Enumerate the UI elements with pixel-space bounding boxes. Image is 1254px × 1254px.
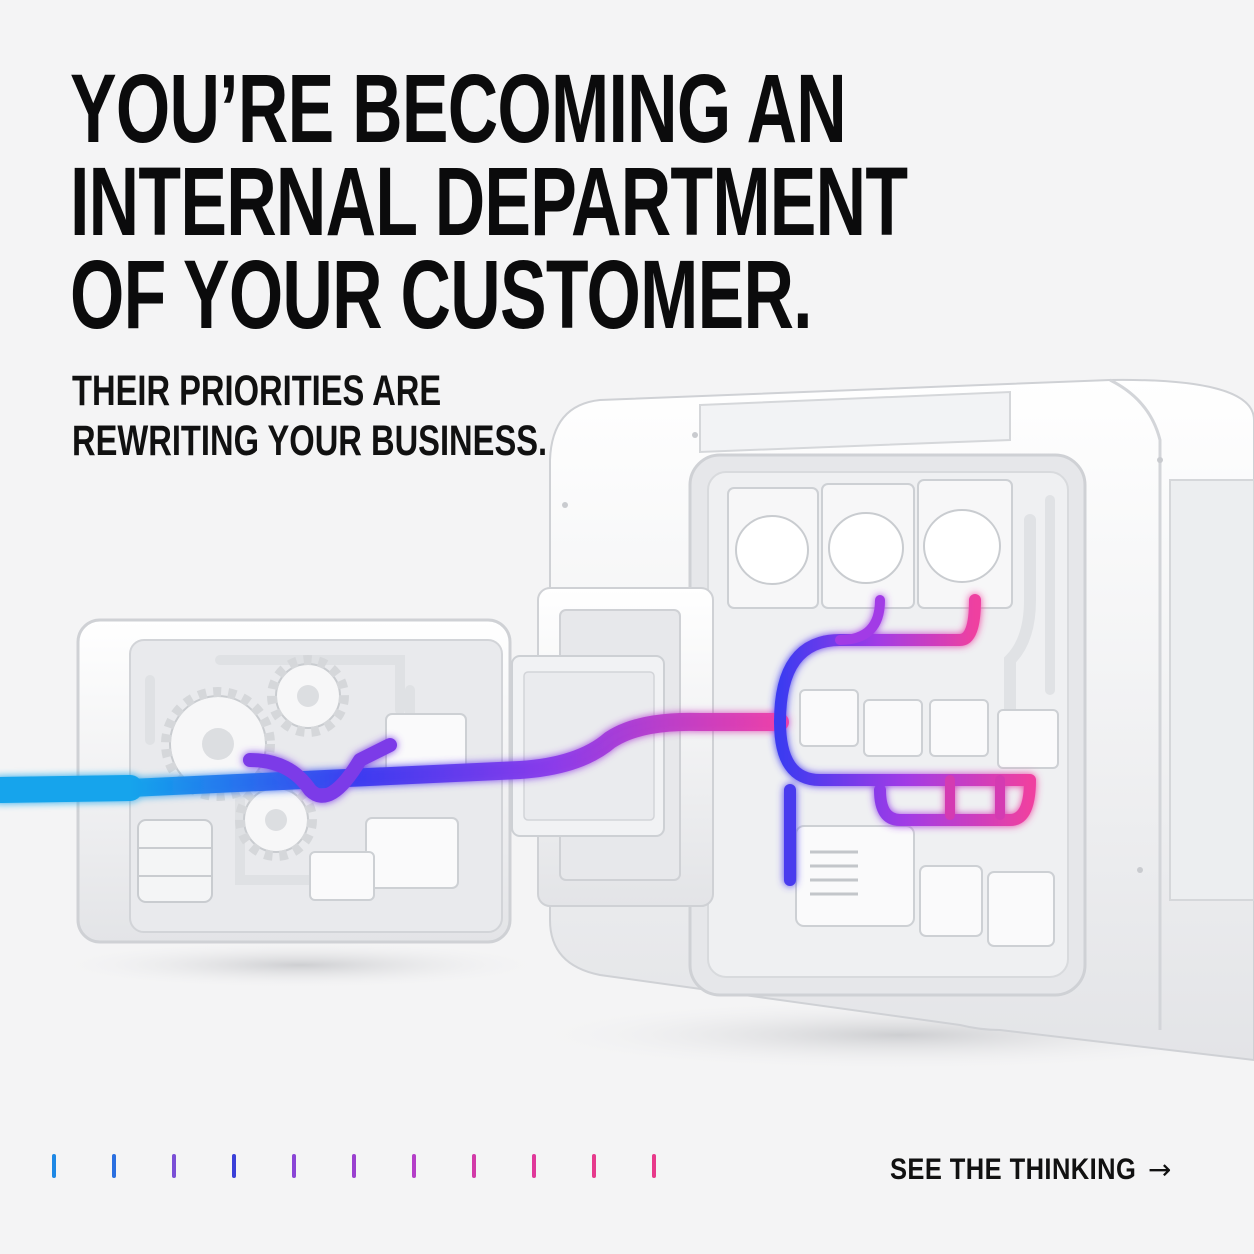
subheadline-line-2: REWRITING YOUR BUSINESS. [72, 417, 548, 465]
see-the-thinking-link[interactable]: SEE THE THINKING → [890, 1152, 1171, 1188]
headline: YOU’RE BECOMING AN INTERNAL DEPARTMENT O… [70, 54, 908, 349]
progress-tick [52, 1154, 56, 1178]
progress-tick [412, 1154, 416, 1178]
progress-tick [652, 1154, 656, 1178]
headline-line-2: INTERNAL DEPARTMENT [70, 147, 908, 256]
headline-line-1: YOU’RE BECOMING AN [70, 54, 847, 163]
control-cabinet-icon [549, 378, 1254, 1062]
progress-tick [592, 1154, 596, 1178]
progress-tick [172, 1154, 176, 1178]
subheadline-line-1: THEIR PRIORITIES ARE [72, 367, 442, 415]
progress-tick [532, 1154, 536, 1178]
progress-tick [472, 1154, 476, 1178]
subheadline: THEIR PRIORITIES ARE REWRITING YOUR BUSI… [72, 366, 547, 466]
progress-tick [352, 1154, 356, 1178]
cta-label: SEE THE THINKING [890, 1153, 1137, 1186]
progress-tick [292, 1154, 296, 1178]
progress-ticks [52, 1154, 672, 1182]
data-flow-lines [0, 594, 1036, 886]
progress-tick [232, 1154, 236, 1178]
arrow-right-icon: → [1148, 1153, 1172, 1186]
progress-tick [112, 1154, 116, 1178]
headline-line-3: OF YOUR CUSTOMER. [70, 240, 813, 349]
